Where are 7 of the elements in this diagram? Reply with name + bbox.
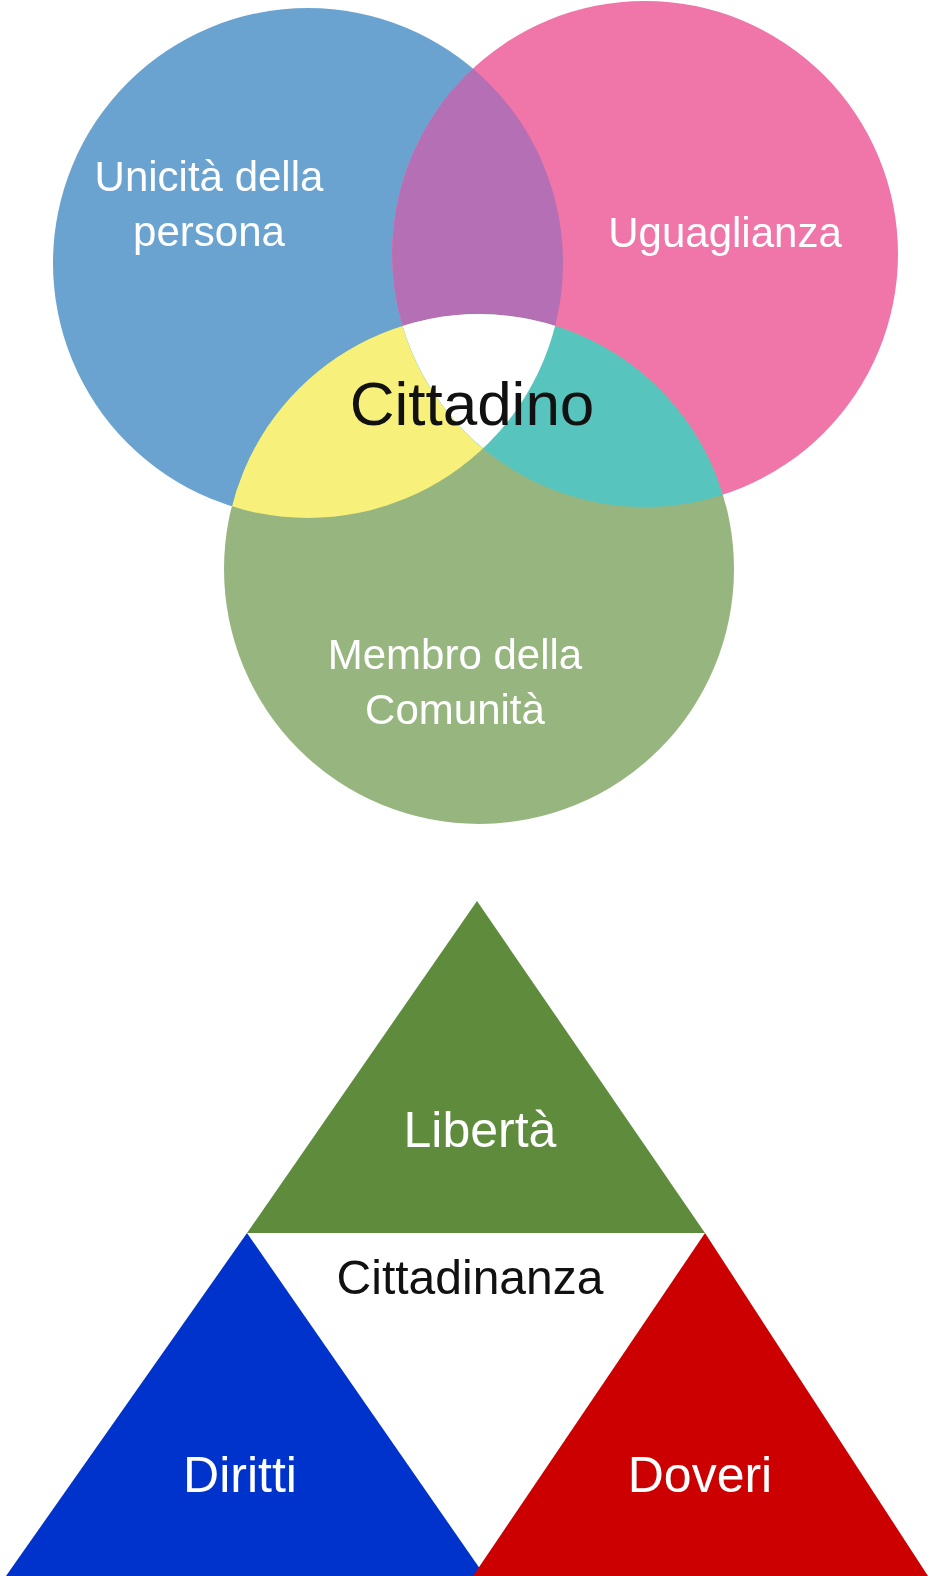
- circle-label: Membro della Comunità: [290, 628, 620, 738]
- circle-label: Unicità della persona: [78, 150, 340, 260]
- circle-label: Uguaglianza: [580, 206, 870, 261]
- triangle-label: Doveri: [610, 1443, 790, 1508]
- triangle-label: Libertà: [380, 1098, 580, 1163]
- triangle-label: Diritti: [150, 1443, 330, 1508]
- center-label: Cittadinanza: [336, 1250, 604, 1305]
